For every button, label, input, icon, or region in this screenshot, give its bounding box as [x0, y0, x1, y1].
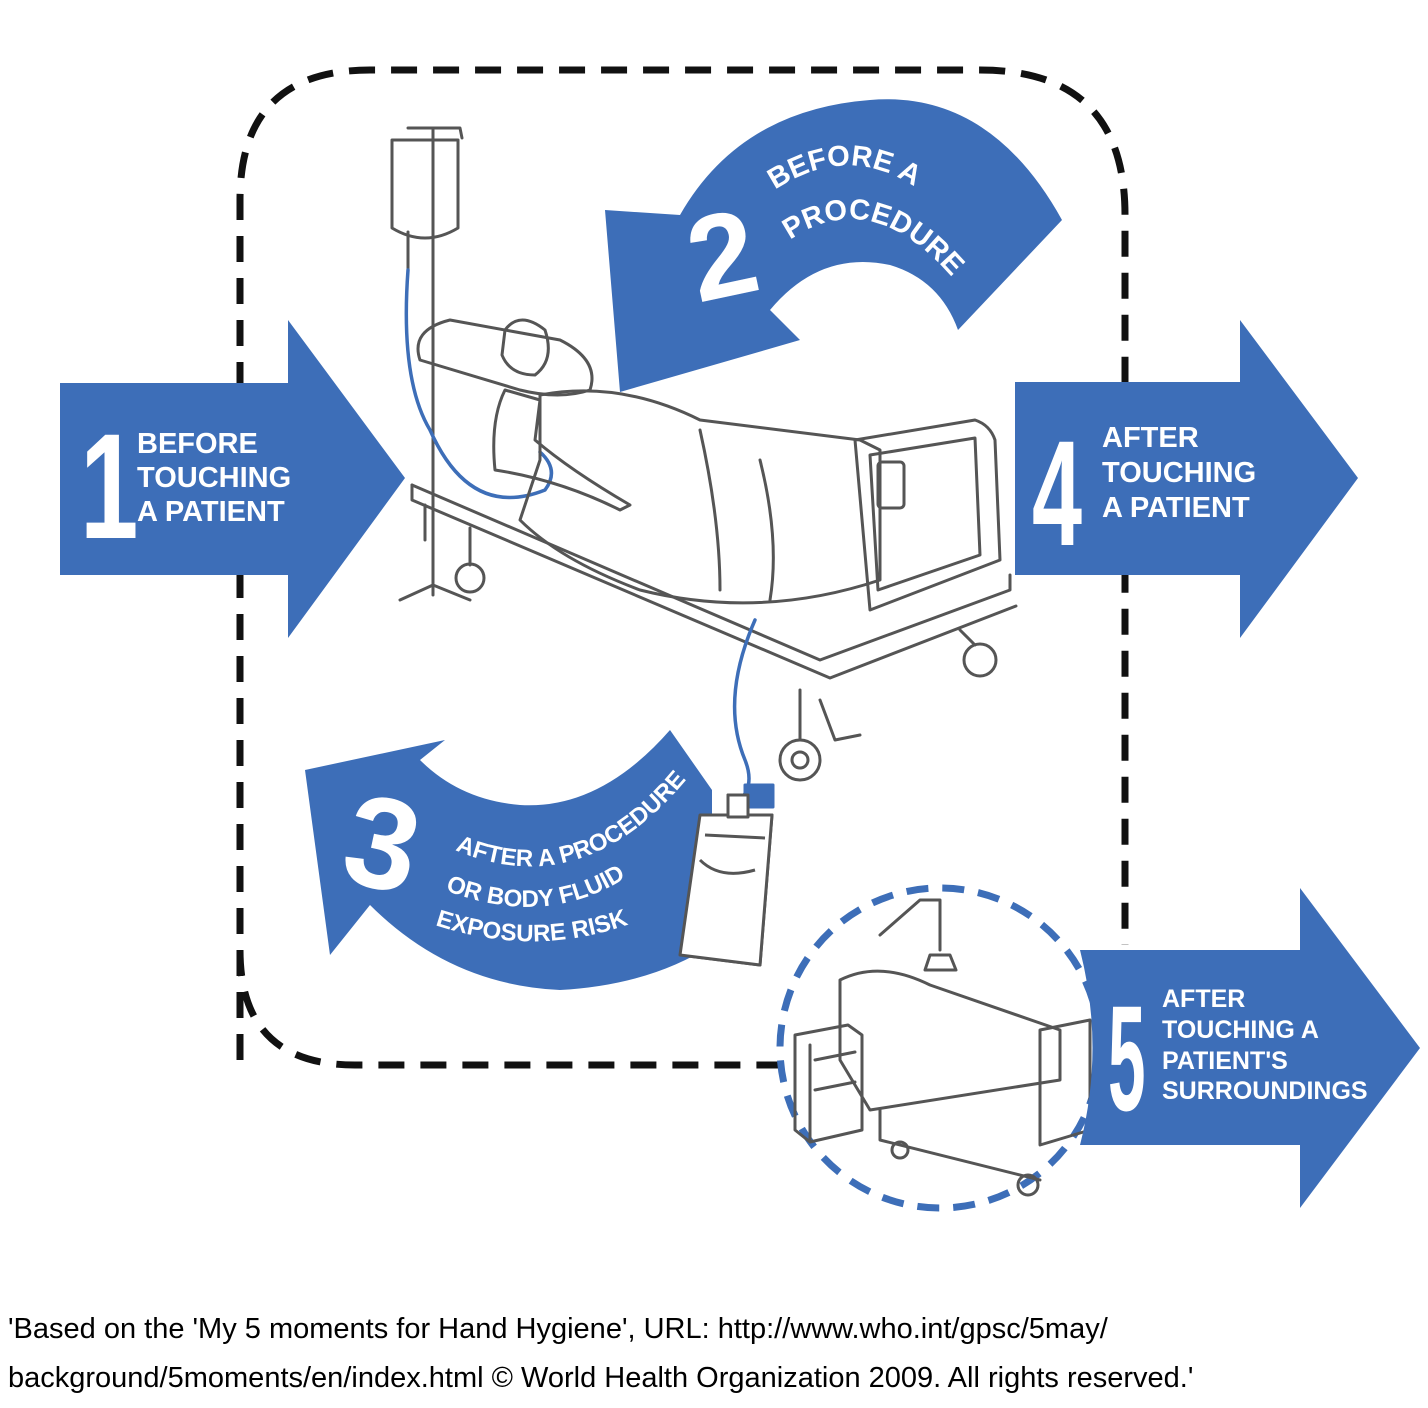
drainage-bag: [678, 793, 774, 967]
moment-4-arrow: 4 AFTER TOUCHING A PATIENT: [1015, 320, 1358, 638]
moment-4-line-1: AFTER: [1102, 422, 1199, 454]
patient-zone-dashed-border-bottom: [236, 949, 780, 1069]
moment-1-line-2: TOUCHING: [137, 462, 291, 494]
caption-line-1: 'Based on the 'My 5 moments for Hand Hyg…: [8, 1313, 1108, 1345]
moment-3-arrow: 3 AFTER A PROCEDURE OR BODY FLUID EXPOSU…: [305, 730, 712, 990]
moment-1-number: 1: [80, 404, 138, 571]
moment-4-line-3: A PATIENT: [1102, 492, 1250, 524]
moment-1-line-3: A PATIENT: [137, 496, 285, 528]
moment-5-line-1: AFTER: [1162, 985, 1245, 1013]
moment-1-arrow: 1 BEFORE TOUCHING A PATIENT: [60, 320, 405, 638]
moment-4-number: 4: [1032, 410, 1082, 577]
patient-zone-dashed-border: [236, 66, 1129, 1060]
moment-4-line-2: TOUCHING: [1102, 457, 1256, 489]
moment-2-arrow: 2 BEFORE A PROCEDURE: [605, 99, 1062, 393]
caption-line-2: background/5moments/en/index.html © Worl…: [8, 1362, 1194, 1394]
moment-5-line-3: PATIENT'S: [1162, 1047, 1288, 1075]
moment-5-arrow: 5 AFTER TOUCHING A PATIENT'S SURROUNDING…: [1080, 888, 1420, 1208]
surroundings-illustration: [793, 898, 1092, 1197]
moment-5-line-2: TOUCHING A: [1162, 1016, 1319, 1044]
five-moments-diagram: 1 BEFORE TOUCHING A PATIENT 4 AFTER TOUC…: [60, 66, 1420, 1212]
moment-5-line-4: SURROUNDINGS: [1162, 1077, 1368, 1105]
moment-1-line-1: BEFORE: [137, 428, 258, 460]
moment-5-number: 5: [1108, 975, 1146, 1143]
